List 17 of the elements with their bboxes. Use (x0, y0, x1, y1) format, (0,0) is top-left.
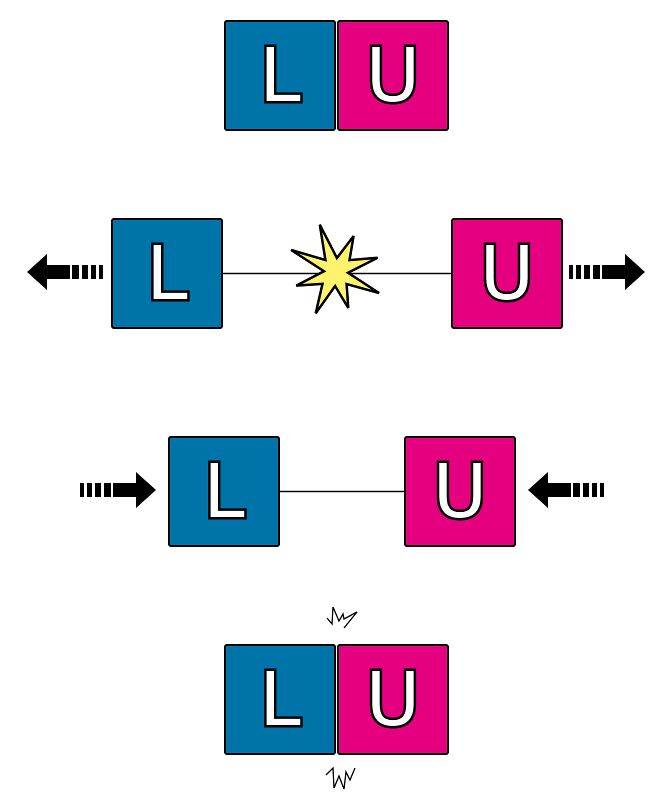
letter-tile (404, 436, 516, 547)
letter: L (146, 236, 188, 310)
letter-tile (111, 218, 223, 329)
letter: U (432, 454, 488, 528)
letter: L (259, 662, 301, 736)
letter-tile (337, 20, 449, 131)
letter: L (203, 454, 245, 528)
letter-tile (224, 644, 336, 755)
letter: U (480, 236, 534, 310)
letter-tile (224, 20, 336, 131)
letter-tile (168, 436, 280, 547)
letter: U (366, 662, 420, 736)
letter: L (259, 38, 301, 112)
letter: U (366, 38, 420, 112)
letter-tile (337, 644, 449, 755)
letter-tile (451, 218, 563, 329)
connecting-line (280, 490, 404, 492)
